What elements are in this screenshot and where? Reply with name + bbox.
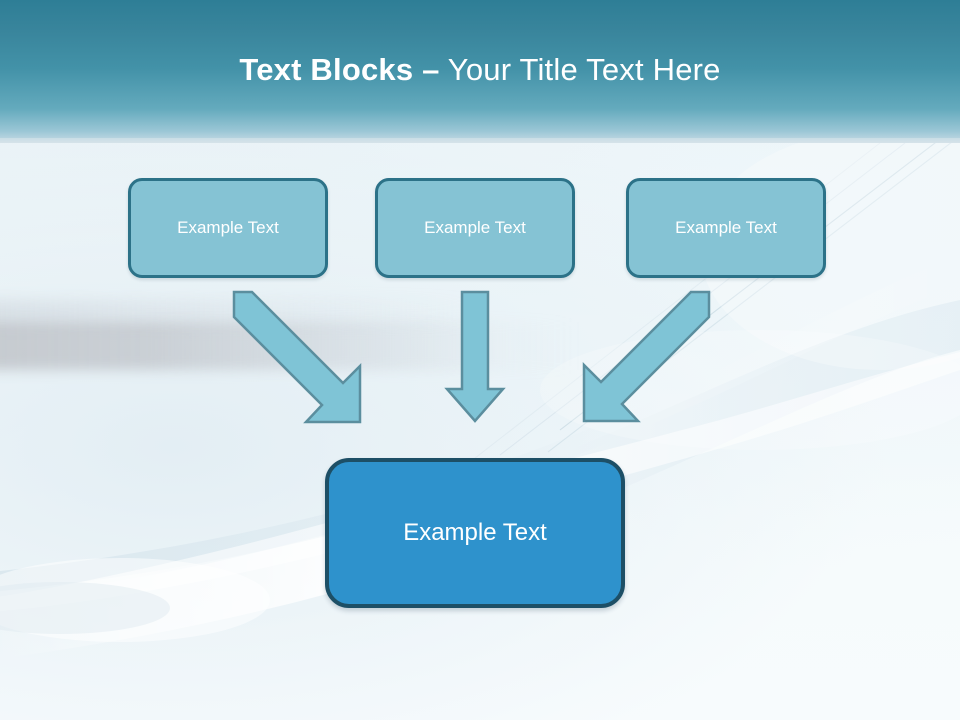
arrow-down-icon	[444, 290, 506, 423]
text-block-3-label: Example Text	[675, 218, 777, 237]
text-block-2[interactable]: Example Text	[375, 178, 575, 278]
page-title-normal: Your Title Text Here	[439, 52, 721, 87]
text-block-1-label: Example Text	[177, 218, 279, 237]
text-block-3[interactable]: Example Text	[626, 178, 826, 278]
arrow-down-right-icon	[232, 290, 362, 424]
arrow-down-left-icon	[582, 290, 711, 423]
result-text-block-label: Example Text	[403, 519, 547, 546]
result-text-block[interactable]: Example Text	[325, 458, 625, 608]
page-title-bold: Text Blocks –	[239, 52, 440, 87]
page-title: Text Blocks – Your Title Text Here	[0, 50, 960, 90]
text-block-1[interactable]: Example Text	[128, 178, 328, 278]
text-block-2-label: Example Text	[424, 218, 526, 237]
slide-header-bar	[0, 0, 960, 143]
